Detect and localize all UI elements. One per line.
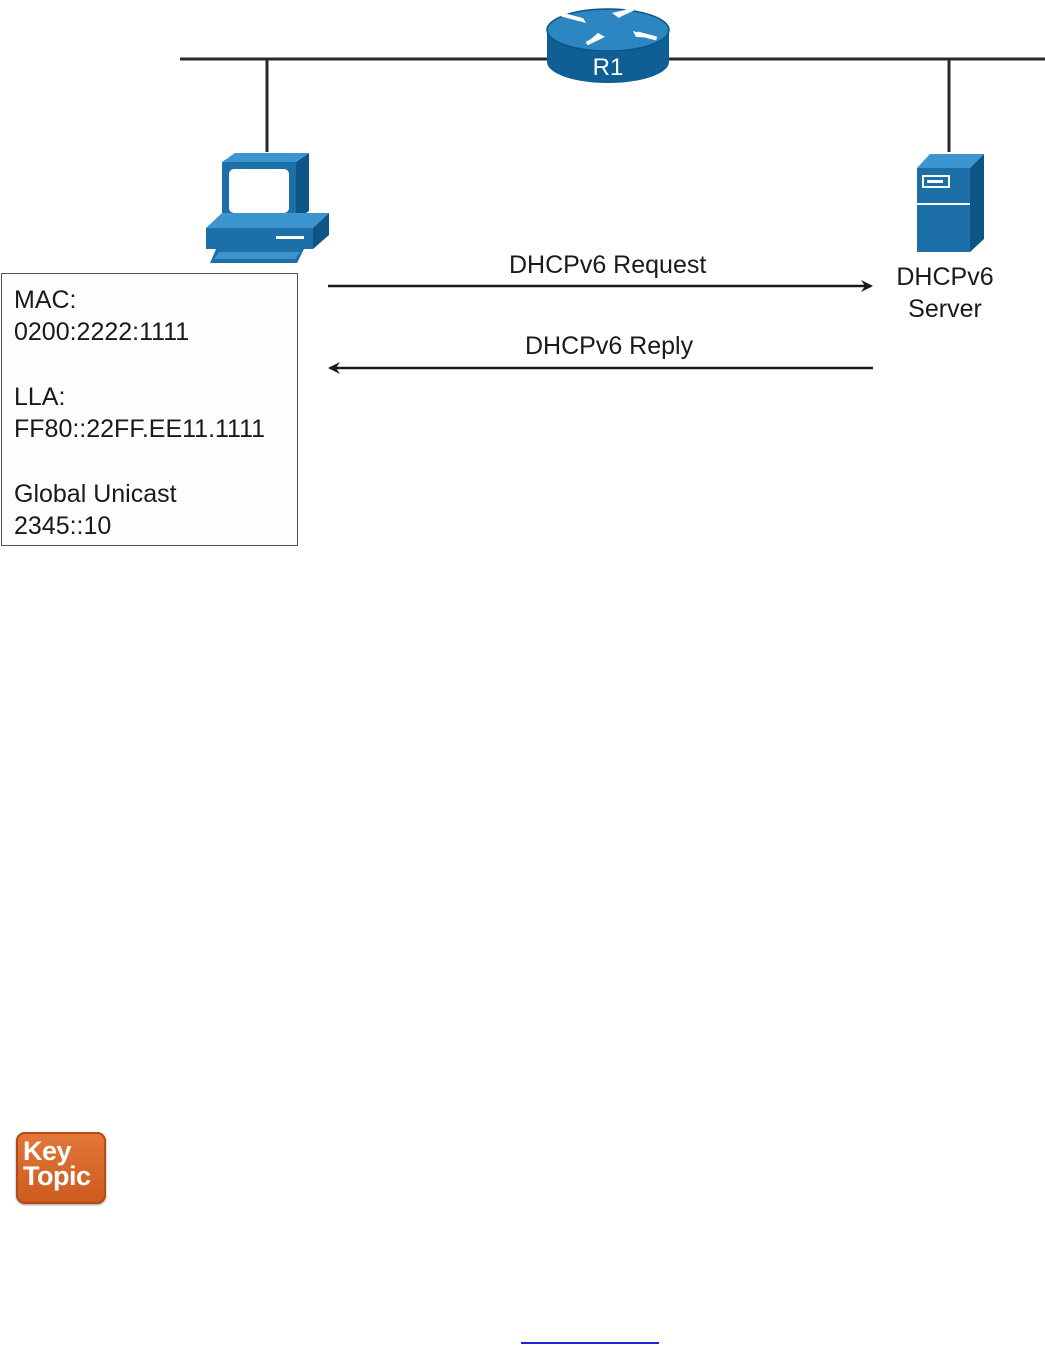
server-tower-icon <box>917 154 984 252</box>
desktop-computer-icon <box>206 153 329 263</box>
router-icon: R1 <box>546 6 670 83</box>
lla-value: FF80::22FF.EE11.1111 <box>14 415 266 443</box>
global-unicast-value: 2345::10 <box>14 512 112 540</box>
host-address-info-box: MAC: 0200:2222:1111 LLA: FF80::22FF.EE11… <box>1 273 298 546</box>
key-topic-badge: Key Topic <box>16 1132 106 1204</box>
lla-label: LLA: <box>14 383 66 411</box>
server-label-line1: DHCPv6 <box>896 263 994 291</box>
global-unicast-label: Global Unicast <box>14 480 177 508</box>
server-label: DHCPv6 Server <box>878 261 1012 325</box>
request-label: DHCPv6 Request <box>509 251 707 279</box>
key-topic-line2: Topic <box>23 1161 91 1191</box>
mac-label: MAC: <box>14 286 77 314</box>
reply-label: DHCPv6 Reply <box>525 332 694 360</box>
mac-value: 0200:2222:1111 <box>14 318 190 346</box>
router-label: R1 <box>593 54 624 81</box>
server-label-line2: Server <box>908 295 982 323</box>
key-topic-line1: Key <box>23 1136 72 1166</box>
bottom-link[interactable] <box>521 1320 659 1344</box>
